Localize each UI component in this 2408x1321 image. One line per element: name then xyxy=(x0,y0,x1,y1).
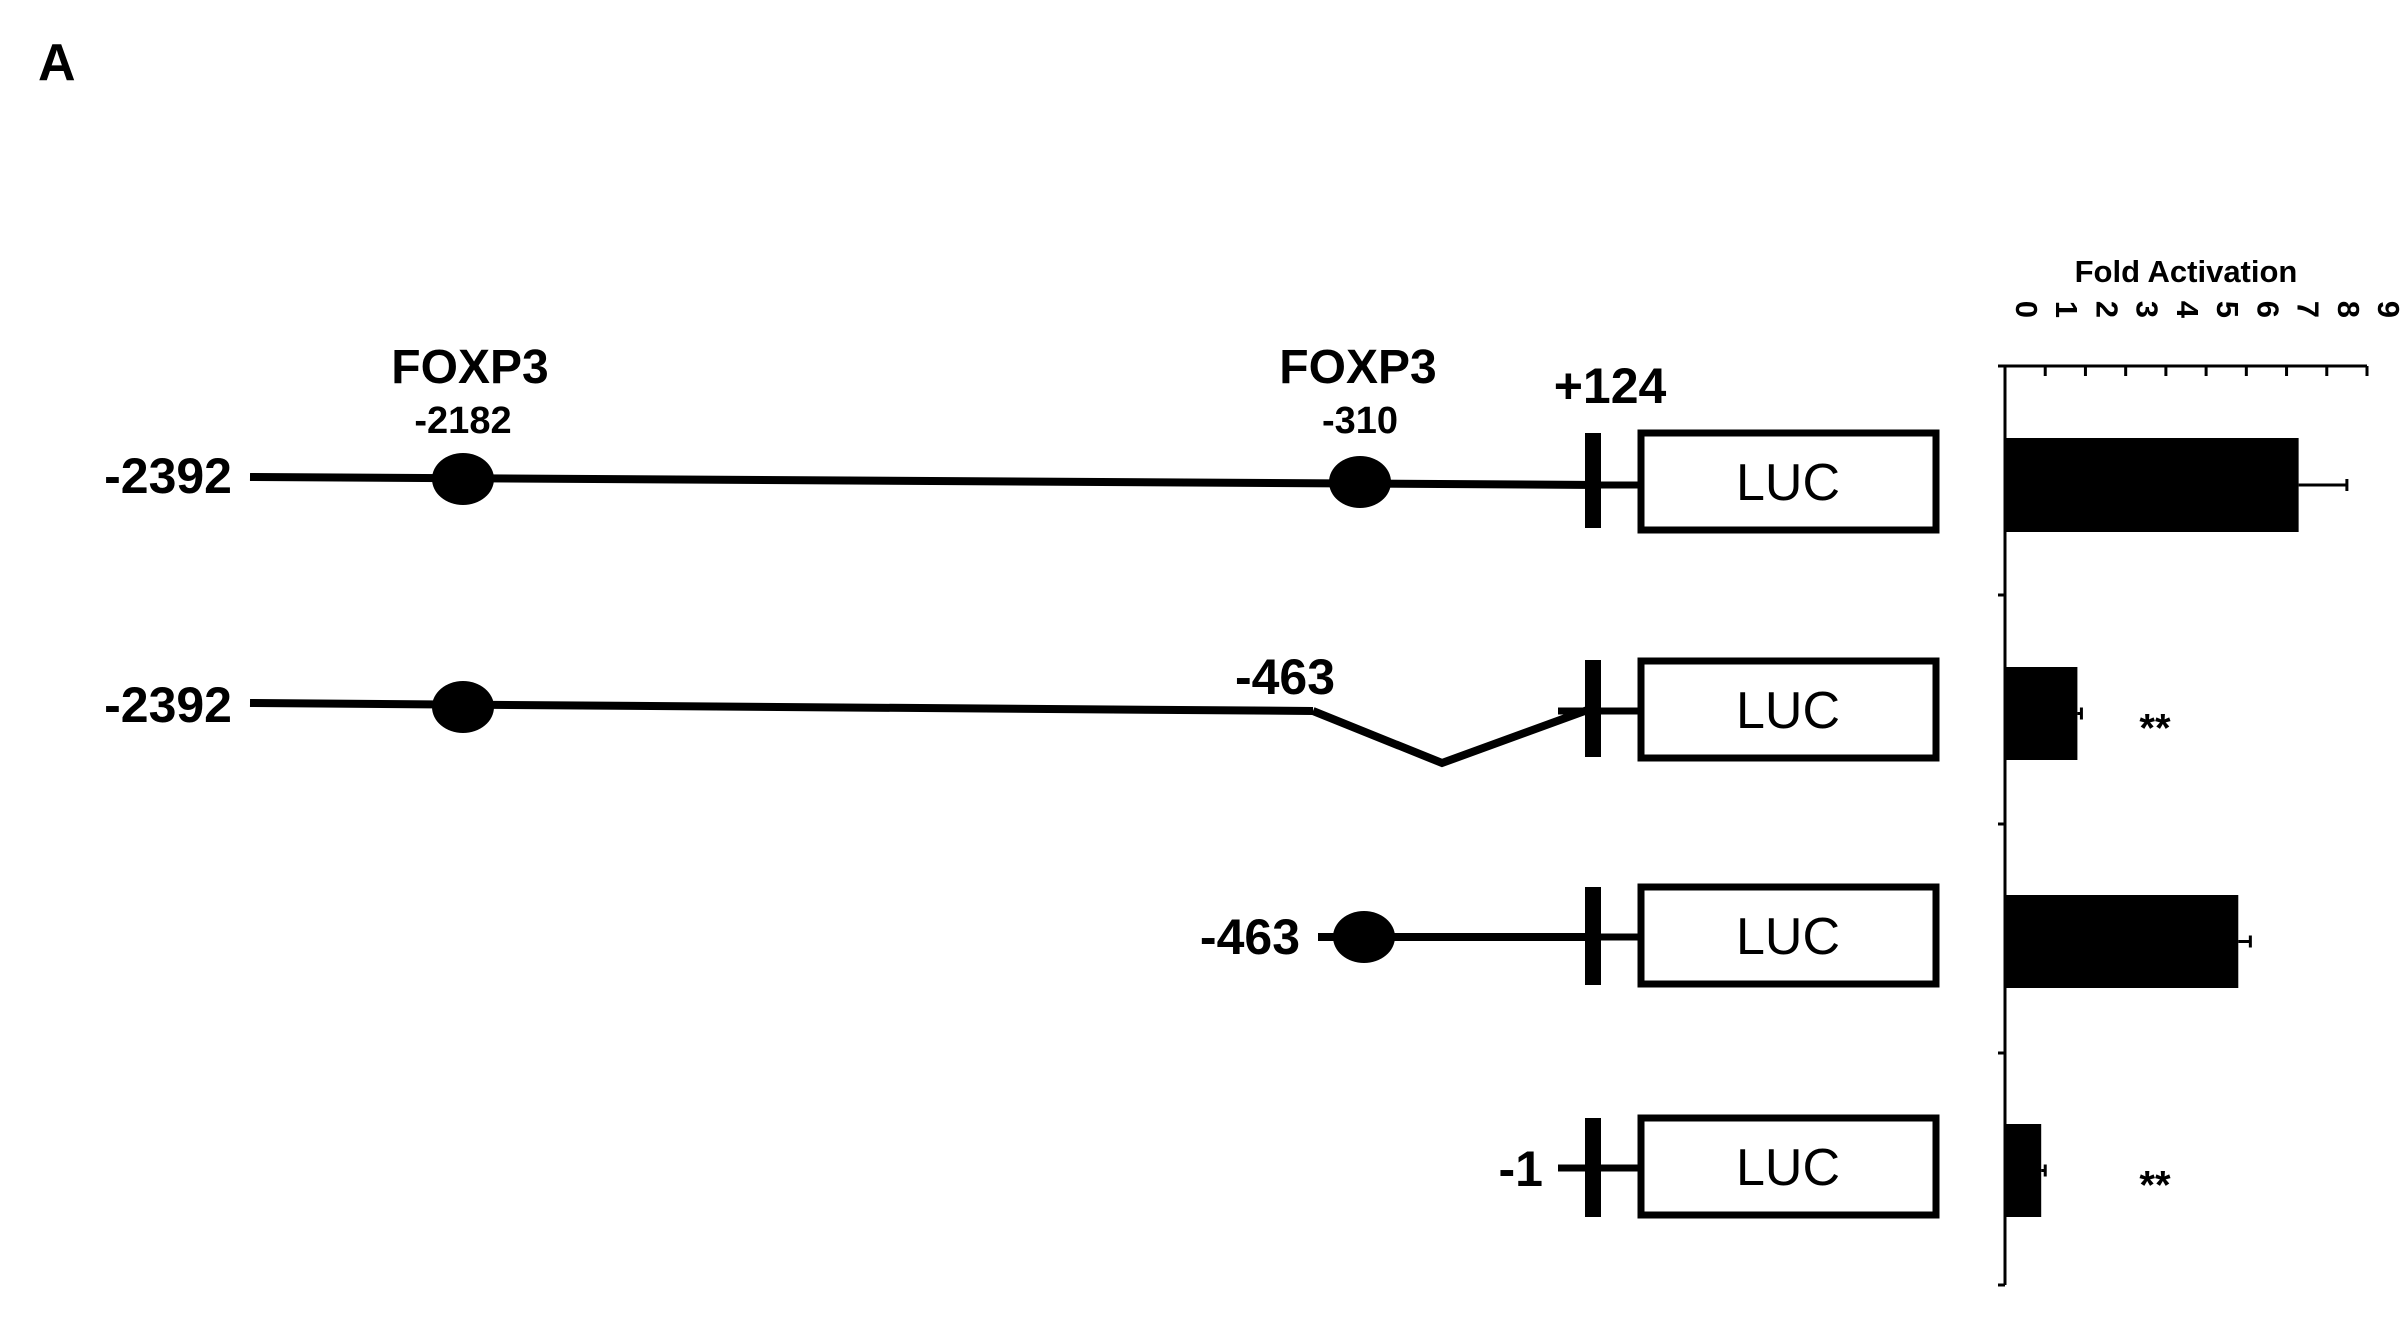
construct-1-luc-label: LUC xyxy=(1736,454,1840,512)
construct-4-luc-box xyxy=(1637,1114,1940,1219)
x-tick-label-0: 0 xyxy=(2009,301,2044,318)
construct-2-promoter-line xyxy=(249,699,1314,715)
construct-2-start-label: -2392 xyxy=(104,677,232,733)
foxp3-site-distal-position: -2182 xyxy=(414,400,511,442)
panel-label: A xyxy=(38,34,76,92)
foxp3-site-proximal-position: -310 xyxy=(1322,400,1398,442)
construct-4-luc-label: LUC xyxy=(1736,1139,1840,1197)
chart-title: Fold Activation xyxy=(2075,254,2298,289)
construct-2-deletion-line xyxy=(1311,704,1595,768)
construct-3-luc-box xyxy=(1637,883,1940,988)
foxp3-site-distal-name: FOXP3 xyxy=(391,341,548,394)
construct-2-luc-box xyxy=(1637,657,1940,762)
construct-1: -2392 FOXP3 -2182 FOXP3 -310 +124 LUC xyxy=(104,341,1940,534)
significance-label-2: ** xyxy=(2139,707,2171,751)
bar-2 xyxy=(2005,667,2078,760)
construct-4-start-label: -1 xyxy=(1499,1141,1543,1197)
y-category-ticks xyxy=(1998,364,2005,1287)
x-tick-label-8: 8 xyxy=(2331,301,2366,318)
bar-1 xyxy=(2005,438,2299,532)
construct-2: -2392 -463 LUC xyxy=(104,649,1940,768)
construct-1-luc-box xyxy=(1637,429,1940,534)
construct-1-start-label: -2392 xyxy=(104,448,232,504)
x-tick-label-3: 3 xyxy=(2130,301,2165,318)
foxp3-site-proximal xyxy=(1329,456,1391,508)
foxp3-site-distal xyxy=(432,453,494,505)
x-tick-label-7: 7 xyxy=(2291,301,2326,318)
construct-3: -463 LUC xyxy=(1200,883,1940,988)
x-tick-label-5: 5 xyxy=(2210,301,2245,318)
significance-annotations: ** ** xyxy=(2139,707,2171,1208)
x-tick-label-4: 4 xyxy=(2170,301,2205,319)
x-tick-label-6: 6 xyxy=(2250,301,2285,318)
bar-3 xyxy=(2005,895,2239,988)
construct-2-foxp3-site xyxy=(432,681,494,733)
construct-2-luc-label: LUC xyxy=(1736,682,1840,740)
bars xyxy=(2005,438,2349,1217)
x-tick-label-1: 1 xyxy=(2049,301,2084,318)
significance-label-4: ** xyxy=(2139,1164,2171,1208)
construct-3-foxp3-site xyxy=(1333,911,1395,963)
x-tick-label-2: 2 xyxy=(2089,301,2124,318)
x-tick-label-9: 9 xyxy=(2371,301,2406,318)
construct-4: -1 LUC xyxy=(1499,1114,1940,1219)
foxp3-site-proximal-name: FOXP3 xyxy=(1279,341,1436,394)
bar-4 xyxy=(2005,1124,2042,1217)
construct-3-luc-label: LUC xyxy=(1736,908,1840,966)
tss-label: +124 xyxy=(1554,358,1667,414)
construct-3-start-label: -463 xyxy=(1200,909,1300,965)
construct-2-deletion-label: -463 xyxy=(1235,649,1335,705)
